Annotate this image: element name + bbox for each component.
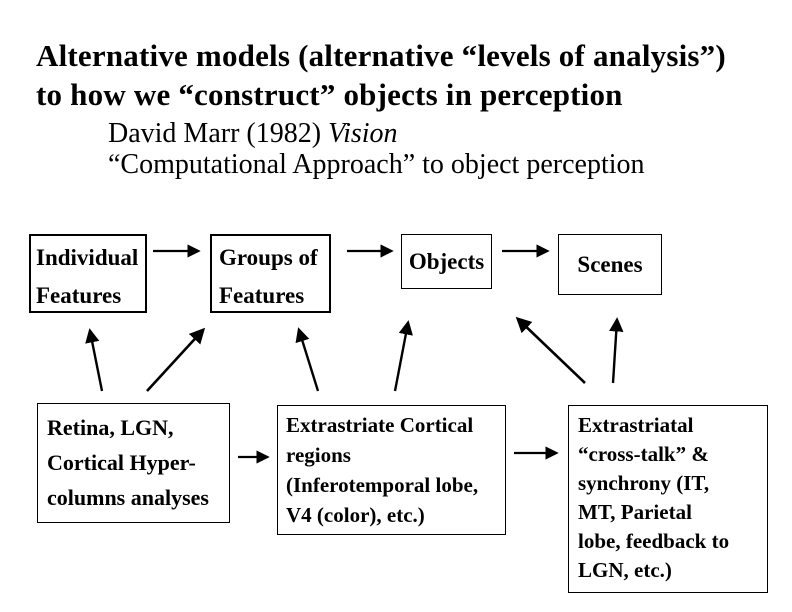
- subtitle-line-1: David Marr (1982) Vision: [108, 118, 728, 149]
- box-retina-lgn: Retina, LGN, Cortical Hyper- columns ana…: [37, 403, 230, 523]
- box-extrastriate-cortical: Extrastriate Cortical regions (Inferotem…: [277, 405, 506, 535]
- arrow-extrastriatal-to-objects-scenes: [515, 316, 586, 384]
- box-text-line: Extrastriate Cortical: [286, 413, 474, 437]
- box-text-line: Groups of: [219, 245, 318, 270]
- slide-subtitle: David Marr (1982) Vision “Computational …: [108, 118, 728, 180]
- box-text-line: Cortical Hyper-: [47, 450, 196, 475]
- box-extrastriatal-crosstalk: Extrastriatal “cross-talk” & synchrony (…: [568, 405, 768, 593]
- arrow-extrastriatal-to-scenes: [609, 317, 624, 384]
- arrow-retina-to-individual: [85, 328, 104, 392]
- subtitle-line-2: “Computational Approach” to object perce…: [108, 149, 645, 180]
- box-text-line: Objects: [408, 248, 485, 274]
- box-text-line: regions: [286, 443, 351, 467]
- box-text-line: lobe, feedback to: [578, 529, 730, 553]
- box-individual-features: Individual Features: [29, 234, 147, 313]
- subtitle-citation: David Marr (1982): [108, 118, 329, 149]
- title-line-2: to how we “construct” objects in percept…: [36, 77, 623, 112]
- arrow-extrastriate-to-groups: [295, 327, 320, 392]
- box-text-line: Features: [36, 283, 122, 308]
- box-text-line: Extrastriatal: [578, 413, 694, 437]
- box-text-line: Features: [219, 283, 305, 308]
- box-objects: Objects: [401, 234, 492, 289]
- box-text-line: MT, Parietal: [578, 500, 692, 524]
- box-text-line: columns analyses: [47, 485, 209, 510]
- box-text-line: Individual: [36, 245, 139, 270]
- box-scenes: Scenes: [558, 234, 662, 295]
- title-line-1: Alternative models (alternative “levels …: [36, 38, 726, 73]
- box-text-line: V4 (color), etc.): [286, 503, 425, 527]
- box-groups-of-features: Groups of Features: [210, 234, 331, 313]
- box-text-line: Scenes: [577, 251, 643, 277]
- box-text-line: LGN, etc.): [578, 558, 672, 582]
- arrow-retina-to-groups: [146, 327, 206, 392]
- arrow-extrastriate-to-objects: [393, 320, 413, 392]
- box-text-line: Retina, LGN,: [47, 415, 174, 440]
- box-text-line: “cross-talk” &: [578, 442, 709, 466]
- box-text-line: (Inferotemporal lobe,: [286, 473, 479, 497]
- subtitle-book-title: Vision: [328, 118, 398, 149]
- slide-title: Alternative models (alternative “levels …: [36, 36, 756, 114]
- box-text-line: synchrony (IT,: [578, 471, 710, 495]
